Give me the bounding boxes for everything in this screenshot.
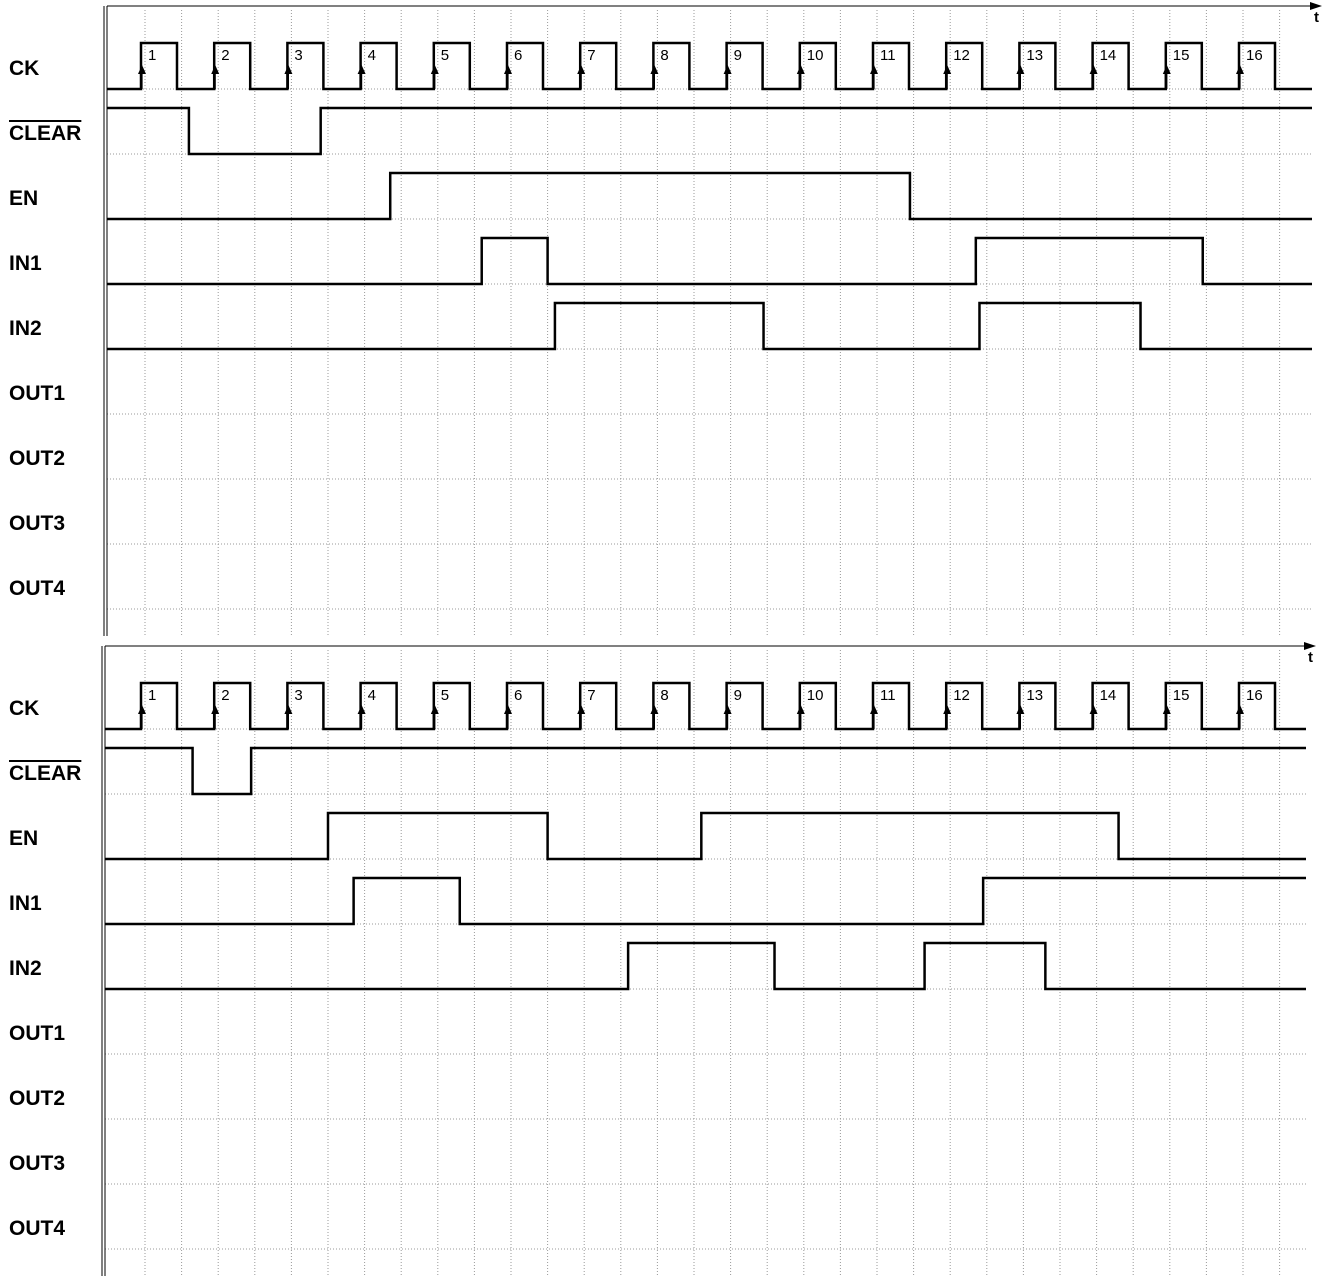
clock-cycle-label: 14 [1100,47,1117,64]
signal-label-ck: CK [9,57,40,80]
waveform-clear [105,746,1306,796]
rising-edge-arrowhead-icon [1162,65,1171,74]
rising-edge-arrowhead-icon [211,705,220,714]
clock-cycle-label: 12 [953,687,970,704]
rising-edge-arrowhead-icon [138,705,146,714]
rising-edge-arrowhead-icon [796,65,805,74]
rising-edge-arrowhead-icon [430,705,439,714]
time-axis-label: t [1308,649,1313,666]
rising-edge-arrowhead-icon [943,705,952,714]
clock-cycle-label: 4 [368,687,376,704]
rising-edge-arrowhead-icon [870,705,878,714]
signal-label-in1: IN1 [9,892,42,915]
rising-edge-arrowhead-icon [1236,65,1244,74]
rising-edge-arrowhead-icon [357,705,366,714]
clock-cycle-label: 14 [1100,687,1117,704]
signal-label-en: EN [9,827,39,850]
clock-cycle-label: 3 [294,47,302,64]
signal-label-ck: CK [9,697,40,720]
clock-cycle-label: 5 [441,687,449,704]
rising-edge-arrowhead-icon [723,705,732,714]
clock-cycle-label: 1 [148,47,156,64]
signal-label-en: EN [9,187,39,210]
rising-edge-arrowhead-icon [1089,65,1098,74]
ck-waveform [105,681,1306,731]
clock-cycle-label: 9 [734,47,742,64]
waveform-in2 [105,941,1306,991]
rising-edge-arrowhead-icon [211,65,220,74]
rising-edge-arrowhead-icon [1162,705,1171,714]
clock-cycle-label: 15 [1173,687,1190,704]
signal-label-clear: CLEAR [9,122,82,145]
waveform-in2 [107,301,1312,351]
signal-label-in2: IN2 [9,317,42,340]
rising-edge-arrowhead-icon [284,65,293,74]
waveform-in1 [105,876,1306,926]
rising-edge-arrowhead-icon [870,65,878,74]
rising-edge-arrowhead-icon [1089,705,1098,714]
clock-cycle-label: 16 [1246,47,1263,64]
clock-cycle-label: 3 [294,687,302,704]
rising-edge-arrowhead-icon [650,705,659,714]
signal-label-out3: OUT3 [9,1152,66,1175]
clock-cycle-label: 15 [1173,47,1190,64]
rising-edge-arrowhead-icon [577,705,586,714]
waveform-en [105,811,1306,861]
clock-cycle-label: 8 [660,47,668,64]
rising-edge-arrowhead-icon [504,65,512,74]
clock-cycle-label: 16 [1246,687,1263,704]
time-axis-arrow-icon [1310,2,1322,10]
clock-cycle-label: 9 [734,687,742,704]
clock-cycle-label: 13 [1026,47,1043,64]
signal-label-out2: OUT2 [9,447,66,470]
signal-label-out3: OUT3 [9,512,66,535]
clock-cycle-label: 1 [148,687,156,704]
clock-cycle-label: 10 [807,47,824,64]
clock-cycle-label: 6 [514,687,522,704]
waveform-en [107,171,1312,221]
clock-cycle-label: 10 [807,687,824,704]
rising-edge-arrowhead-icon [357,65,366,74]
clock-cycle-label: 6 [514,47,522,64]
clock-cycle-label: 2 [221,687,229,704]
waveform-clear [107,106,1312,156]
signal-label-in1: IN1 [9,252,42,275]
rising-edge-arrowhead-icon [796,705,805,714]
rising-edge-arrowhead-icon [943,65,952,74]
signal-label-out4: OUT4 [9,1217,66,1240]
rising-edge-arrowhead-icon [504,705,512,714]
clock-cycle-label: 12 [953,47,970,64]
rising-edge-arrowhead-icon [1016,65,1025,74]
clock-cycle-label: 7 [587,47,595,64]
signal-label-in2: IN2 [9,957,42,980]
time-axis-label: t [1314,9,1319,26]
signal-label-out4: OUT4 [9,577,66,600]
clock-cycle-label: 13 [1026,687,1043,704]
clock-cycle-label: 11 [880,687,896,704]
clock-cycle-label: 5 [441,47,449,64]
rising-edge-arrowhead-icon [284,705,293,714]
rising-edge-arrowhead-icon [430,65,439,74]
rising-edge-arrowhead-icon [1016,705,1025,714]
signal-label-out1: OUT1 [9,382,66,405]
time-axis-arrow-icon [1304,642,1316,650]
signal-label-clear: CLEAR [9,762,82,785]
signal-label-out2: OUT2 [9,1087,66,1110]
ck-waveform [107,41,1312,91]
rising-edge-arrowhead-icon [1236,705,1244,714]
rising-edge-arrowhead-icon [650,65,659,74]
waveform-in1 [107,236,1312,286]
clock-cycle-label: 2 [221,47,229,64]
rising-edge-arrowhead-icon [723,65,732,74]
clock-cycle-label: 8 [660,687,668,704]
clock-cycle-label: 4 [368,47,376,64]
rising-edge-arrowhead-icon [577,65,586,74]
clock-cycle-label: 11 [880,47,896,64]
signal-label-out1: OUT1 [9,1022,66,1045]
clock-cycle-label: 7 [587,687,595,704]
rising-edge-arrowhead-icon [138,65,146,74]
